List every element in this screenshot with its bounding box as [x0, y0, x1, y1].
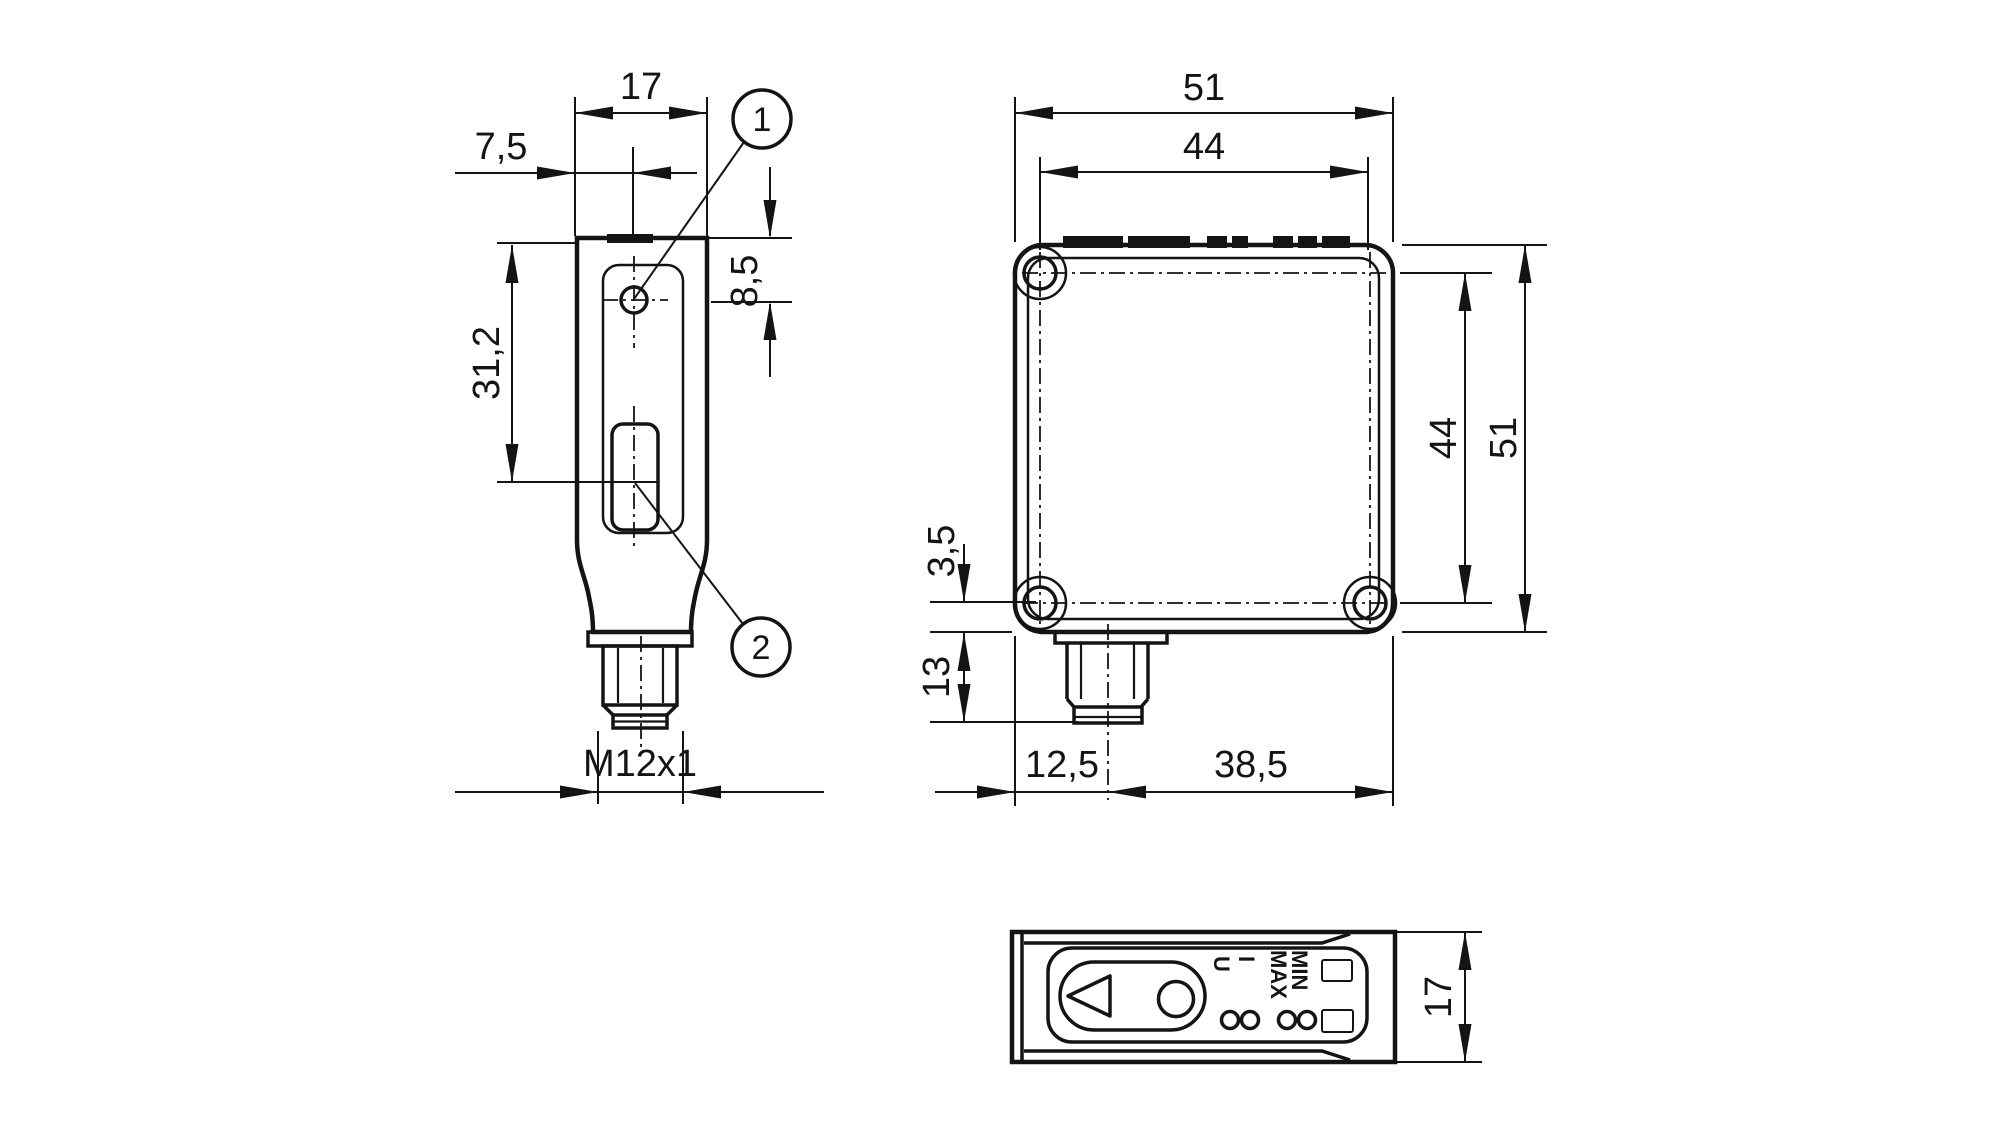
dim-front-conn-right: 38,5	[1214, 744, 1288, 786]
sensor-body-side	[574, 235, 710, 635]
led-indicators	[1219, 1009, 1318, 1031]
m12-connector-side	[586, 630, 694, 730]
vent-marks	[1063, 236, 1350, 248]
callout-2-balloon	[730, 616, 792, 678]
top-view: U I MAX MIN 17	[1009, 929, 1482, 1065]
dimension-lines-top	[1397, 931, 1482, 1063]
led-indicator	[1296, 1009, 1318, 1031]
led-indicator	[1219, 1009, 1241, 1031]
dim-front-width: 51	[1183, 67, 1225, 109]
dim-front-hole-pitch-h: 44	[1183, 126, 1225, 168]
receiver-lens-icon	[1156, 979, 1196, 1019]
optics-recess	[1058, 960, 1207, 1032]
led-indicator	[1276, 1009, 1298, 1031]
dim-side-thread: M12x1	[583, 743, 697, 785]
sensor-body-front	[1012, 242, 1396, 635]
dimension-lines-front	[935, 106, 1532, 799]
control-panel-top	[1046, 946, 1369, 1044]
dim-side-hole-top: 8,5	[724, 255, 766, 308]
callout-1: 1	[633, 88, 793, 300]
led-indicator	[1239, 1009, 1261, 1031]
centerlines-side	[602, 256, 668, 752]
front-view: 51 44 44 51 3,5 13 12,5 38,5	[916, 67, 1547, 806]
label-max: MAX	[1266, 950, 1291, 999]
dim-front-conn-left: 12,5	[1025, 744, 1099, 786]
dim-front-hole-pitch-v: 44	[1423, 417, 1465, 459]
dim-side-width: 17	[620, 66, 662, 108]
teach-button	[1321, 959, 1353, 982]
dim-side-lens-center: 31,2	[466, 326, 508, 400]
callout-2: 2	[634, 482, 792, 678]
cover-outline-front	[1026, 256, 1381, 621]
label-min: MIN	[1287, 950, 1312, 990]
label-i: I	[1234, 956, 1259, 962]
dim-front-hole-bottom: 3,5	[921, 525, 963, 578]
dim-side-axis-offset: 7,5	[475, 126, 528, 168]
m12-connector-front	[1053, 630, 1169, 725]
teach-buttons	[1321, 959, 1354, 1033]
cover-panel-side	[601, 263, 685, 535]
callout-1-number: 1	[753, 101, 772, 139]
dim-front-connector-len: 13	[916, 656, 958, 698]
dim-top-depth: 17	[1418, 976, 1460, 1018]
dimension-lines-side	[455, 106, 824, 799]
callout-2-number: 2	[752, 629, 771, 667]
dim-front-height: 51	[1483, 417, 1525, 459]
callout-1-balloon	[731, 88, 793, 150]
teach-button	[1321, 1009, 1354, 1033]
centerlines-front	[1022, 252, 1387, 800]
emitter-triangle-icon	[1066, 974, 1112, 1018]
side-view: 17 7,5 31,2 8,5 M12x1 1 2	[455, 66, 824, 804]
lens-window	[610, 422, 660, 532]
top-lip	[607, 234, 653, 243]
label-u: U	[1209, 956, 1234, 972]
